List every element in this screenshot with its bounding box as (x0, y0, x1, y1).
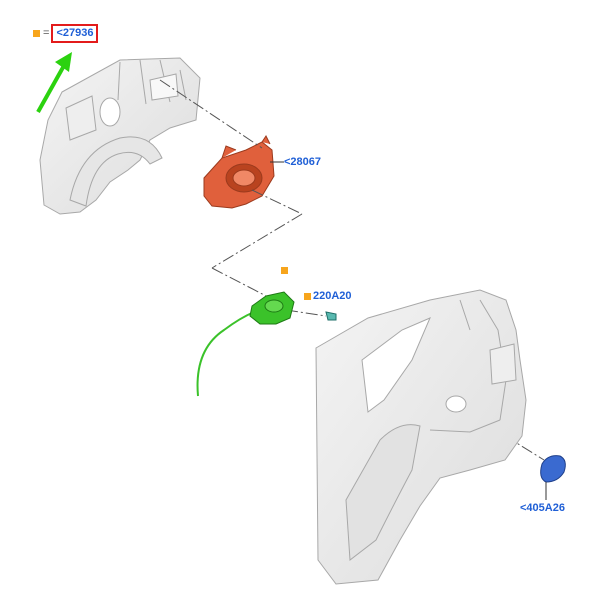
rear-quarter-panel (315, 289, 527, 585)
callout-module-fitting: 220A20 (304, 290, 352, 303)
orange-square-marker-icon (33, 29, 40, 37)
green-arrow-icon (36, 52, 72, 113)
fitting-part-number-link[interactable]: 220A20 (313, 290, 352, 302)
callout-cap: <405A26 (520, 502, 565, 515)
callout-housing: <28067 (284, 156, 321, 169)
fitting-clip (325, 311, 337, 321)
fuel-filler-module (196, 291, 295, 397)
legend-highlight-box: <27936 (51, 24, 99, 43)
cap-part-number-link[interactable]: <405A26 (520, 502, 565, 514)
inner-wheelhouse-panel (39, 57, 201, 215)
legend-part-number-link[interactable]: <27936 (56, 27, 94, 39)
module-marker-icon (281, 267, 288, 274)
fitting-marker-icon (304, 292, 311, 300)
blue-cover-cap (540, 455, 566, 483)
legend-equals: = (43, 27, 50, 39)
filler-pocket-housing (203, 135, 275, 209)
assembly-lines (159, 79, 545, 461)
housing-part-number-link[interactable]: <28067 (284, 156, 322, 168)
legend: = <27936 (33, 24, 99, 43)
